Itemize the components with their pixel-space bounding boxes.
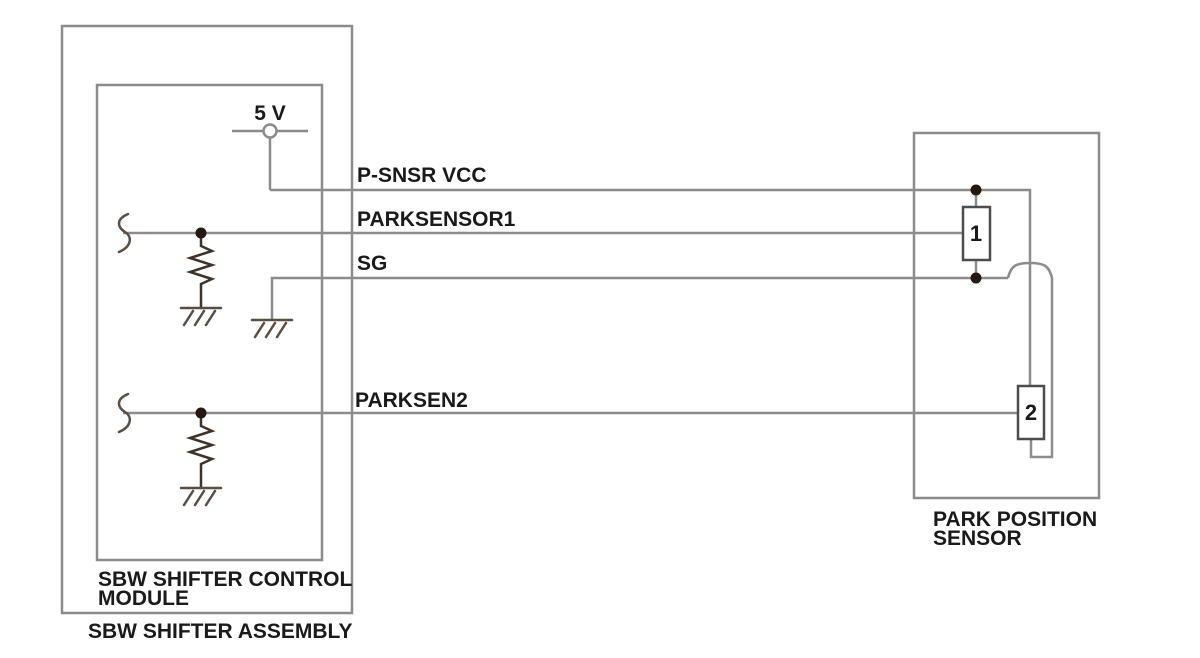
parksensor1-ground-icon bbox=[179, 306, 223, 327]
p-snsr-vcc-wire bbox=[270, 188, 1032, 386]
parksen2-label: PARKSEN2 bbox=[355, 389, 468, 412]
sg-label: SG bbox=[357, 252, 387, 275]
assembly-caption: SBW SHIFTER ASSEMBLY bbox=[88, 620, 352, 643]
sensor-caption-line1: PARK POSITION bbox=[933, 508, 1097, 531]
sensor-element-1 bbox=[961, 205, 992, 262]
sg-wire-return-leg bbox=[1029, 278, 1054, 459]
park-position-sensor-box bbox=[912, 131, 1101, 500]
sg-ground-icon bbox=[250, 318, 294, 339]
p-snsr-vcc-label: P-SNSR VCC bbox=[357, 164, 487, 187]
sg-junction-dot bbox=[970, 272, 982, 284]
sensor-element-2-number: 2 bbox=[1025, 400, 1037, 425]
sbw-shifter-assembly-box bbox=[60, 24, 354, 615]
sg-wire-hop-arc bbox=[1006, 261, 1054, 279]
connector-break-icon-parksensor1 bbox=[117, 212, 132, 254]
control-module-caption-line1: SBW SHIFTER CONTROL bbox=[98, 568, 352, 591]
sensor-element-2 bbox=[1016, 384, 1046, 441]
sensor-element-1-number: 1 bbox=[970, 221, 982, 246]
supply-5v-terminal-icon bbox=[232, 123, 308, 190]
parksen2-junction-dot bbox=[195, 407, 207, 419]
sensor-caption-line2: SENSOR bbox=[933, 527, 1022, 550]
connector-break-icon-parksen2 bbox=[117, 392, 132, 434]
sg-wire bbox=[270, 276, 1008, 320]
sbw-shifter-control-module-box bbox=[95, 83, 324, 562]
parksen2-ground-icon bbox=[179, 486, 223, 507]
vcc-junction-dot bbox=[970, 184, 982, 196]
control-module-caption-line2: MODULE bbox=[98, 587, 189, 610]
parksensor1-junction-dot bbox=[195, 227, 207, 239]
parksen2-pull-resistor-icon bbox=[185, 417, 217, 490]
parksensor1-label: PARKSENSOR1 bbox=[357, 208, 516, 231]
supply-5v-label: 5 V bbox=[254, 102, 286, 125]
parksensor1-pull-resistor-icon bbox=[185, 237, 217, 310]
